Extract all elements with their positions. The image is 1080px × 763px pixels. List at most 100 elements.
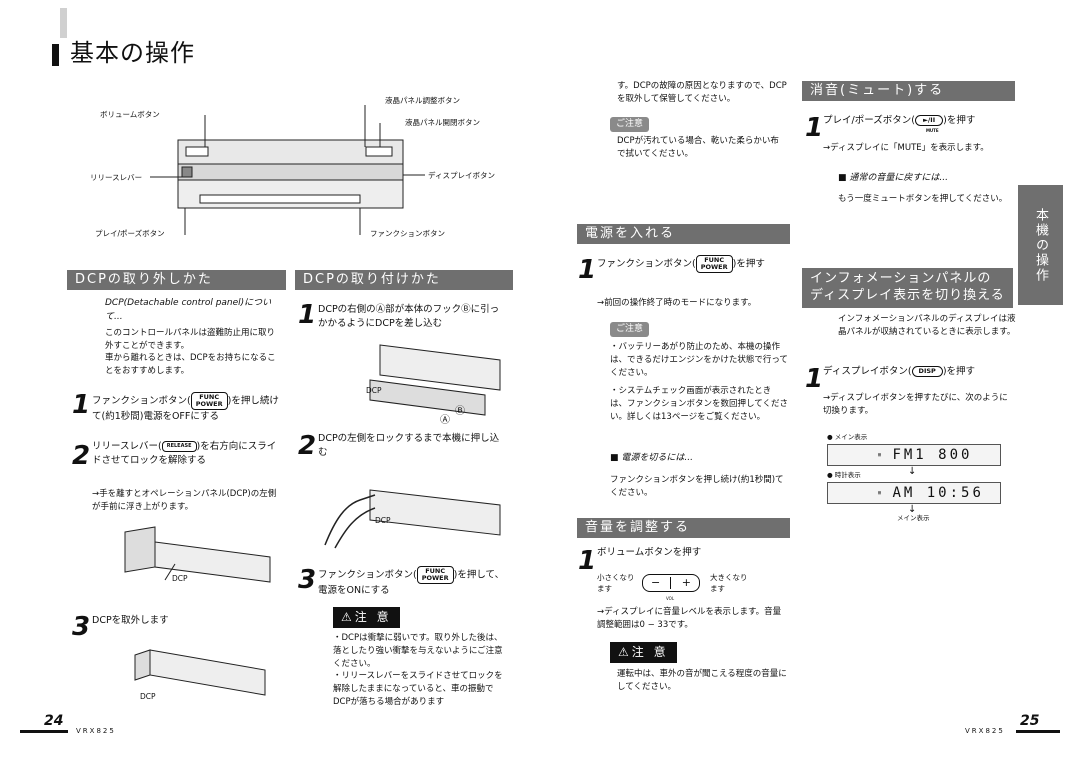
left-footer-rule [20, 730, 68, 733]
attach-step-2-number: 2 [298, 431, 317, 461]
dcp-warning-text: ・DCPは衝撃に弱いです。取り外した後は、落としたり強い衝撃を与えないようにご注… [333, 633, 503, 707]
volume-vol-label: VOL [666, 596, 675, 601]
attach-step-2-text: DCPの左側をロックするまで本機に押し込む [318, 433, 500, 459]
title-accent-line [60, 8, 67, 38]
power-step-1-b: )を押す [732, 258, 765, 270]
mute-step-1-note: →ディスプレイに「MUTE」を表示します。 [823, 143, 989, 153]
clock-display-label: ● 時計表示 [827, 471, 861, 479]
function-button-callout: ファンクションボタン [370, 229, 445, 238]
warning-triangle-icon: ⚠ [341, 610, 355, 624]
power-off-text: ファンクションボタンを押し続け(約1秒間)てください。 [610, 475, 784, 498]
display-step-1-note: →ディスプレイボタンを押すたびに、次のように切換ります。 [823, 393, 1008, 416]
dcp-intro-body-1: このコントロールパネルは盗難防止用に取り外すことができます。 [105, 328, 276, 351]
right-footer-rule [1016, 730, 1060, 733]
main-display-value: FM1 800 [892, 447, 973, 463]
lcd-indicator-icon: ▦ [878, 452, 882, 458]
attach-step-3-number: 3 [298, 565, 317, 595]
display-switch-header: インフォメーションパネルの ディスプレイ表示を切り換える [802, 268, 1013, 308]
dcp-label-2: DCP [140, 692, 156, 701]
title-accent-bar [52, 44, 59, 66]
hook-b-label: Ⓑ [455, 406, 465, 417]
back-to-main-label: メイン表示 [897, 514, 930, 522]
release-key-icon: RELEASE [161, 441, 197, 452]
radio-diagram [90, 95, 510, 245]
mute-restore-text: もう一度ミュートボタンを押してください。 [838, 194, 1008, 204]
clock-display-lcd: ▦ AM 10:56 [827, 482, 1001, 504]
volume-note: →ディスプレイに音量レベルを表示します。音量調整範囲は0 − 33です。 [597, 607, 782, 630]
attach-step-1-text: DCPの右側のⒶ部が本体のフックⒷに引っかかるようにDCPを差し込む [318, 304, 500, 330]
power-step-1-number: 1 [578, 255, 597, 285]
remove-step-2-a: リリースレバー( [92, 441, 162, 452]
volume-rocker-divider [670, 577, 671, 589]
display-button-callout: ディスプレイボタン [428, 171, 495, 180]
attach-dcp-label-1: DCP [366, 386, 382, 395]
page-title: 基本の操作 [70, 39, 195, 67]
volume-warning-text: 運転中は、車外の音が聞こえる程度の音量にしてください。 [617, 669, 787, 692]
care-continued-text: す。DCPの故障の原因となりますので、DCPを取外して保管してください。 [617, 81, 787, 104]
main-display-label: ● メイン表示 [827, 433, 868, 441]
power-off-title: ■ 電源を切るには... [610, 453, 693, 463]
remove-step-1-number: 1 [72, 390, 91, 420]
warning-triangle-icon-2: ⚠ [618, 645, 632, 659]
power-caution-text-2: ・システムチェック画面が表示されたときは、ファンクションボタンを数回押してくださ… [610, 386, 788, 422]
dcp-remove-header: DCPの取り外しかた [67, 270, 286, 290]
display-switch-header-1: インフォメーションパネルの [810, 271, 992, 286]
display-switch-intro: インフォメーションパネルのディスプレイは液晶パネルが収納されているときに表示しま… [838, 314, 1016, 337]
volume-minus: − [651, 576, 661, 589]
lcd-open-callout: 液晶パネル開閉ボタン [405, 118, 480, 127]
dcp-intro-title: DCP(Detachable control panel)について... [105, 298, 272, 322]
release-lever-callout: リリースレバー [90, 173, 143, 182]
down-arrow-icon-1: ↓ [908, 466, 917, 477]
mute-restore-title: ■ 通常の音量に戻すには... [838, 173, 948, 183]
power-on-header: 電源を入れる [577, 224, 790, 244]
volume-rocker-icon: − + VOL [642, 574, 700, 601]
remove-step-2-note: →手を離すとオペレーションパネル(DCP)の左側が手前に浮き上がります。 [92, 489, 277, 512]
remove-step-3-text: DCPを取外します [92, 615, 169, 626]
display-switch-header-2: ディスプレイ表示を切り換える [810, 288, 1005, 303]
power-caution-text-1: ・バッテリーあがり防止のため、本機の操作は、できるだけエンジンをかけた状態で行っ… [610, 342, 788, 378]
mute-step-1-b: )を押す [943, 115, 976, 126]
remove-step-3-number: 3 [72, 612, 91, 642]
dcp-label-1: DCP [172, 574, 188, 583]
mute-header: 消音(ミュート)する [802, 81, 1015, 101]
remove-step-2-text: リリースレバー(RELEASE)を右方向にスライドさせてロックを解除する [92, 440, 282, 469]
remove-step-1-b: )を押し続けて(約1秒間)電源をOFFにする [92, 395, 279, 423]
left-model-label: VRX825 [76, 727, 116, 735]
dcp-attach-header: DCPの取り付けかた [295, 270, 513, 290]
display-step-1-b: )を押す [942, 366, 976, 377]
dcp-release-illustration [124, 526, 271, 583]
volume-quieter-label: 小さくなります [597, 573, 635, 594]
care-caution-label: ご注意 [610, 117, 650, 133]
disp-key-icon: DISP [911, 366, 943, 377]
remove-step-1-a: ファンクションボタン( [92, 395, 191, 407]
display-step-1-text: ディスプレイボタン(DISP)を押す [823, 365, 1023, 379]
remove-step-2-b: )を右方向にスライドさせてロックを解除する [92, 441, 277, 467]
volume-warning-label: ⚠注 意 [610, 642, 677, 664]
volume-louder-label: 大きくなります [710, 573, 748, 594]
right-model-label: VRX825 [965, 727, 1005, 735]
clock-display-value: AM 10:56 [892, 485, 984, 501]
lcd-indicator-icon-2: ▦ [878, 490, 882, 496]
dcp-warning-label: ⚠注 意 [333, 607, 400, 629]
side-tab: 本機の操作 [1018, 185, 1063, 305]
display-step-1-a: ディスプレイボタン( [823, 366, 912, 377]
dcp-removed-illustration [134, 649, 266, 696]
power-step-1-note: →前回の操作終了時のモードになります。 [597, 298, 757, 308]
right-page-number: 25 [1020, 713, 1040, 729]
down-arrow-icon-2: ↓ [908, 504, 917, 515]
attach-dcp-label-2: DCP [375, 516, 391, 525]
volume-header: 音量を調整する [577, 518, 790, 538]
care-caution-text: DCPが汚れている場合、乾いた柔らかい布で拭いてください。 [617, 136, 779, 159]
power-caution-label: ご注意 [610, 322, 650, 338]
hook-a-label: Ⓐ [440, 415, 450, 426]
mute-step-1-number: 1 [805, 113, 824, 143]
attach-step-1-number: 1 [298, 300, 317, 330]
